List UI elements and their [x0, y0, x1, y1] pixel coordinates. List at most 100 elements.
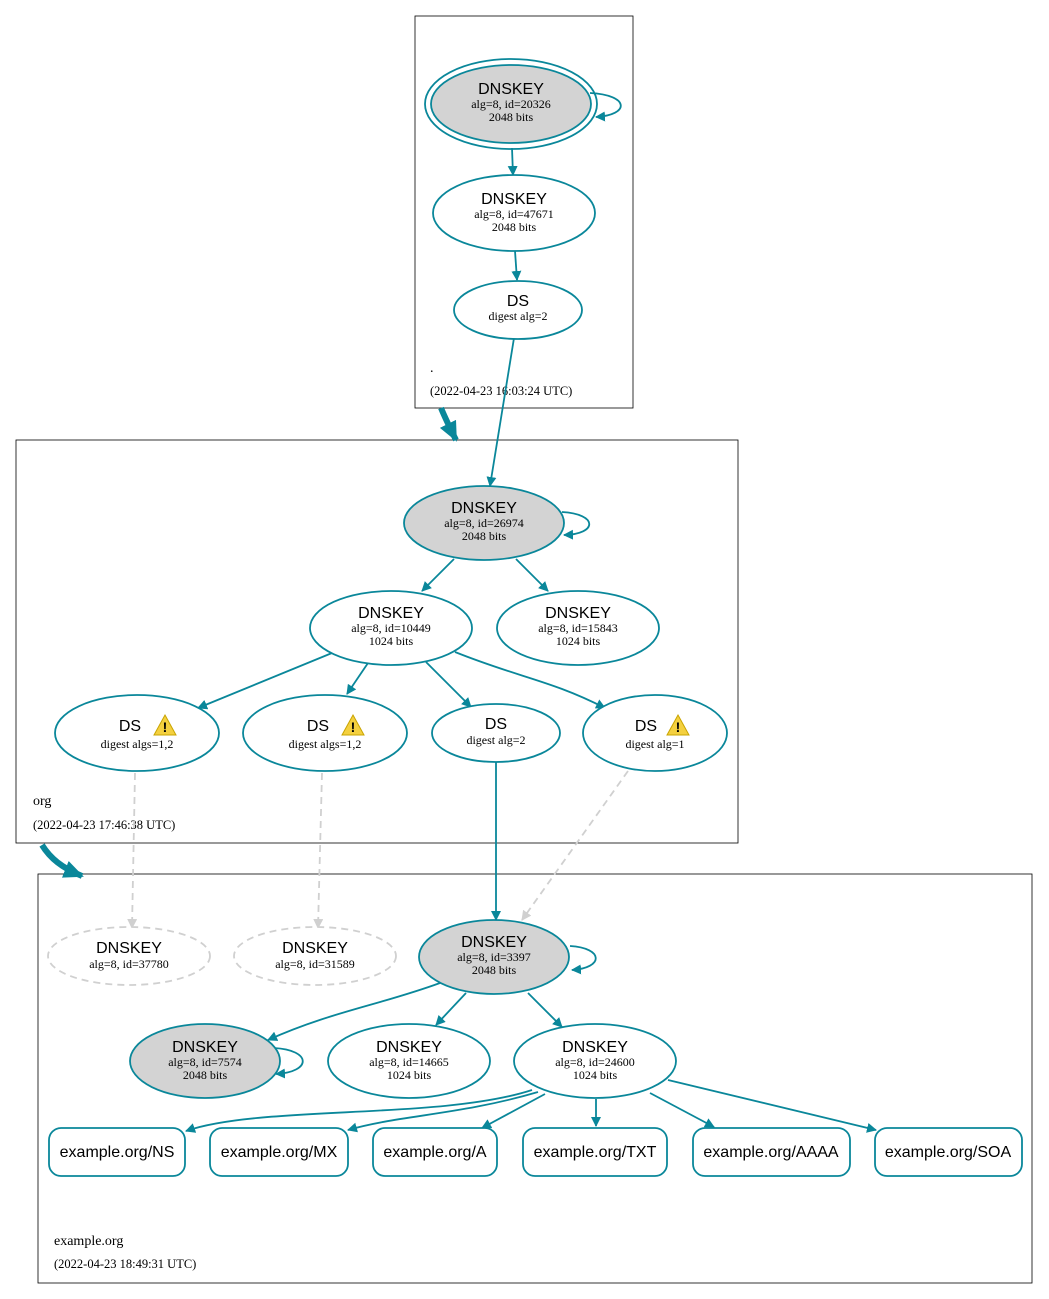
node-org-zsk1-line1: alg=8, id=10449 — [351, 621, 431, 635]
edge-org-zsk1-ds1 — [197, 652, 333, 710]
node-ex-missing2-title: DNSKEY — [282, 940, 348, 957]
edge-zsk2-soa — [667, 1079, 877, 1133]
edge-root-zsk-ds — [511, 250, 522, 281]
node-ex-zsk2-title: DNSKEY — [562, 1039, 628, 1056]
node-ds4-title: DS — [635, 718, 657, 735]
edge-ds4-ex-ksk — [521, 770, 629, 921]
zone-example-time: (2022-04-23 18:49:31 UTC) — [54, 1257, 196, 1271]
rrset-aaaa[interactable]: example.org/AAAA — [692, 1127, 851, 1177]
node-org-zsk1[interactable]: DNSKEY alg=8, id=10449 1024 bits — [309, 590, 473, 666]
node-root-ksk-title: DNSKEY — [478, 81, 544, 98]
delegation-arrow-org-example — [39, 843, 84, 879]
node-ex-zsk1[interactable]: DNSKEY alg=8, id=14665 1024 bits — [327, 1023, 491, 1099]
node-org-zsk2-line2: 1024 bits — [556, 634, 601, 648]
node-ds2-line1: digest algs=1,2 — [289, 737, 362, 751]
node-org-zsk1-title: DNSKEY — [358, 605, 424, 622]
node-ex-zsk1-title: DNSKEY — [376, 1039, 442, 1056]
edge-zsk2-mx — [347, 1091, 539, 1133]
node-ex-ksk2-line1: alg=8, id=7574 — [168, 1055, 242, 1069]
rrset-aaaa-label: example.org/AAAA — [703, 1144, 839, 1161]
node-ex-zsk1-line1: alg=8, id=14665 — [369, 1055, 449, 1069]
node-root-ksk[interactable]: DNSKEY alg=8, id=20326 2048 bits — [424, 58, 598, 150]
node-ex-zsk2-line1: alg=8, id=24600 — [555, 1055, 635, 1069]
edge-org-ksk-zsk1 — [421, 558, 455, 592]
node-ex-ksk2[interactable]: DNSKEY alg=8, id=7574 2048 bits — [129, 1023, 281, 1099]
zone-example: example.org (2022-04-23 18:49:31 UTC) — [37, 873, 1033, 1284]
zone-root-time: (2022-04-23 16:03:24 UTC) — [430, 384, 572, 398]
rrset-a-label: example.org/A — [383, 1144, 486, 1161]
node-ex-missing1[interactable]: DNSKEY alg=8, id=37780 — [47, 926, 211, 986]
node-org-zsk1-line2: 1024 bits — [369, 634, 414, 648]
rrset-txt[interactable]: example.org/TXT — [522, 1127, 668, 1177]
edge-org-ksk-self — [561, 511, 591, 540]
node-root-zsk-line2: 2048 bits — [492, 220, 537, 234]
rrset-ns-label: example.org/NS — [60, 1144, 175, 1161]
zone-org-time: (2022-04-23 17:46:38 UTC) — [33, 818, 175, 832]
edge-ex-ksk-ksk2 — [267, 982, 441, 1041]
node-ex-missing2-line1: alg=8, id=31589 — [275, 957, 355, 971]
edge-ex-ksk-self — [569, 945, 597, 975]
node-ds3-title: DS — [485, 716, 507, 733]
node-ds1-line1: digest algs=1,2 — [101, 737, 174, 751]
node-ex-zsk1-line2: 1024 bits — [387, 1068, 432, 1082]
node-ex-missing1-line1: alg=8, id=37780 — [89, 957, 169, 971]
node-org-zsk2-title: DNSKEY — [545, 605, 611, 622]
edge-org-zsk1-ds3 — [425, 661, 472, 708]
edge-ds1-missing1 — [127, 772, 138, 929]
edge-ex-ksk2-self — [273, 1047, 304, 1079]
edge-org-zsk1-ds2 — [346, 662, 369, 695]
rrset-soa[interactable]: example.org/SOA — [874, 1127, 1023, 1177]
zone-root: . (2022-04-23 16:03:24 UTC) — [414, 15, 634, 409]
delegation-arrow-root-org — [438, 406, 459, 442]
rrset-a[interactable]: example.org/A — [372, 1127, 498, 1177]
node-root-zsk-line1: alg=8, id=47671 — [474, 207, 554, 221]
node-org-ksk[interactable]: DNSKEY alg=8, id=26974 2048 bits — [403, 485, 565, 561]
node-ds2[interactable]: DS digest algs=1,2 — [242, 694, 408, 772]
node-ds4[interactable]: DS digest alg=1 — [582, 694, 728, 772]
node-org-ksk-line1: alg=8, id=26974 — [444, 516, 524, 530]
node-ds3[interactable]: DS digest alg=2 — [431, 703, 561, 763]
edge-zsk2-aaaa — [649, 1092, 715, 1128]
edge-root-ksk-self — [589, 92, 622, 122]
node-root-ksk-line1: alg=8, id=20326 — [471, 97, 551, 111]
zone-root-name: . — [430, 361, 434, 376]
node-root-ds-title: DS — [507, 293, 529, 310]
node-org-zsk2-line1: alg=8, id=15843 — [538, 621, 618, 635]
zone-org: org (2022-04-23 17:46:38 UTC) — [15, 439, 739, 844]
node-ds4-line1: digest alg=1 — [625, 737, 684, 751]
rrset-txt-label: example.org/TXT — [534, 1144, 657, 1161]
rrset-ns[interactable]: example.org/NS — [48, 1127, 186, 1177]
node-root-ds[interactable]: DS digest alg=2 — [453, 280, 583, 340]
zone-example-name: example.org — [54, 1234, 123, 1249]
rrset-mx[interactable]: example.org/MX — [209, 1127, 349, 1177]
node-ds3-line1: digest alg=2 — [466, 733, 525, 747]
node-ex-ksk-title: DNSKEY — [461, 934, 527, 951]
node-root-ksk-line2: 2048 bits — [489, 110, 534, 124]
rrset-mx-label: example.org/MX — [221, 1144, 338, 1161]
zone-org-name: org — [33, 794, 51, 809]
node-ex-ksk[interactable]: DNSKEY alg=8, id=3397 2048 bits — [418, 919, 570, 995]
edge-org-zsk1-ds4 — [454, 651, 606, 709]
edge-root-ksk-zsk — [507, 147, 518, 176]
node-org-ksk-line2: 2048 bits — [462, 529, 507, 543]
edge-root-ds-org-ksk — [486, 337, 515, 487]
node-ex-zsk2-line2: 1024 bits — [573, 1068, 618, 1082]
node-ex-missing2[interactable]: DNSKEY alg=8, id=31589 — [233, 926, 397, 986]
node-ex-ksk2-line2: 2048 bits — [183, 1068, 228, 1082]
rrset-soa-label: example.org/SOA — [885, 1144, 1012, 1161]
node-ds1[interactable]: DS digest algs=1,2 — [54, 694, 220, 772]
node-root-ds-line1: digest alg=2 — [488, 309, 547, 323]
edge-zsk2-ns — [185, 1089, 533, 1133]
node-root-zsk-title: DNSKEY — [481, 191, 547, 208]
node-ds2-title: DS — [307, 718, 329, 735]
edge-ex-ksk-zsk2 — [527, 992, 563, 1028]
node-ex-ksk-line2: 2048 bits — [472, 963, 517, 977]
node-ex-missing1-title: DNSKEY — [96, 940, 162, 957]
node-ex-zsk2[interactable]: DNSKEY alg=8, id=24600 1024 bits — [513, 1023, 677, 1099]
edge-ex-ksk-zsk1 — [435, 992, 467, 1026]
edge-ds2-missing2 — [313, 772, 324, 929]
node-org-ksk-title: DNSKEY — [451, 500, 517, 517]
node-org-zsk2[interactable]: DNSKEY alg=8, id=15843 1024 bits — [496, 590, 660, 666]
node-root-zsk[interactable]: DNSKEY alg=8, id=47671 2048 bits — [432, 174, 596, 252]
